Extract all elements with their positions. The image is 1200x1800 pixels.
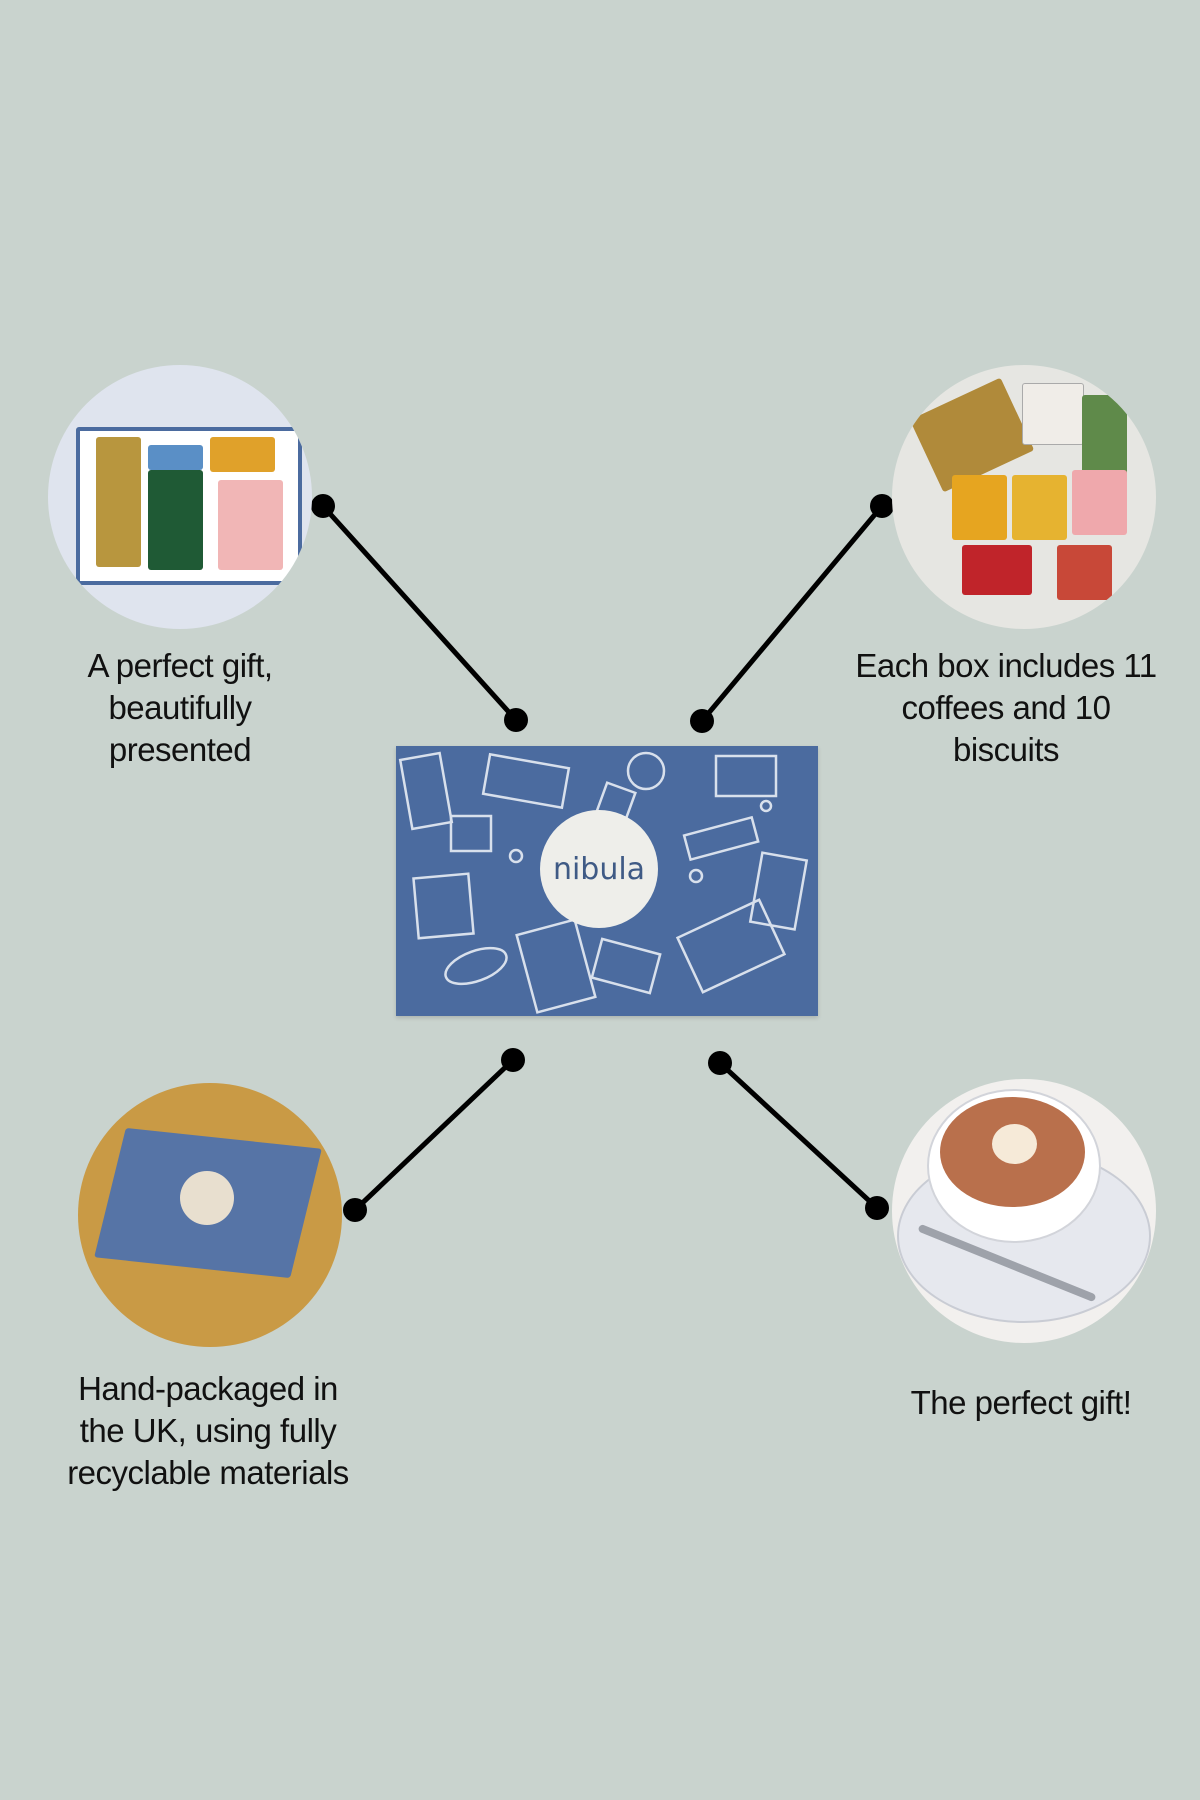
connector-top-left xyxy=(321,504,518,722)
caption-line: recyclable materials xyxy=(67,1454,349,1491)
caption-line: presented xyxy=(108,731,252,768)
caption-line: biscuits xyxy=(952,731,1060,768)
caption-line: the UK, using fully xyxy=(79,1412,337,1449)
connector-dot xyxy=(870,494,894,518)
caption-top-left: A perfect gift, beautifully presented xyxy=(0,645,390,771)
coffees-and-biscuits-photo xyxy=(892,365,1156,629)
connector-dot xyxy=(708,1051,732,1075)
nibula-gift-box: nibula xyxy=(396,746,818,1016)
open-gift-box-photo xyxy=(48,365,312,629)
caption-bottom-right: The perfect gift! xyxy=(811,1382,1200,1424)
connector-dot xyxy=(690,709,714,733)
connector-dot xyxy=(865,1196,889,1220)
closed-box-photo xyxy=(78,1083,342,1347)
logo-text: nibula xyxy=(552,851,646,887)
connector-bottom-left xyxy=(353,1058,515,1212)
caption-line: A perfect gift, xyxy=(87,647,273,684)
caption-line: coffees and 10 xyxy=(901,689,1111,726)
connector-dot xyxy=(501,1048,525,1072)
caption-bottom-left: Hand-packaged in the UK, using fully rec… xyxy=(0,1368,418,1494)
logo-badge: nibula xyxy=(540,810,658,928)
caption-line: The perfect gift! xyxy=(910,1384,1132,1421)
latte-cup-illustration xyxy=(892,1079,1156,1343)
caption-line: beautifully xyxy=(108,689,252,726)
caption-line: Each box includes 11 xyxy=(855,647,1157,684)
caption-top-right: Each box includes 11 coffees and 10 bisc… xyxy=(796,645,1200,771)
connector-dot xyxy=(311,494,335,518)
connector-bottom-right xyxy=(718,1061,879,1210)
caption-line: Hand-packaged in xyxy=(78,1370,338,1407)
connector-dot xyxy=(504,708,528,732)
connector-top-right xyxy=(700,504,884,723)
connector-dot xyxy=(343,1198,367,1222)
